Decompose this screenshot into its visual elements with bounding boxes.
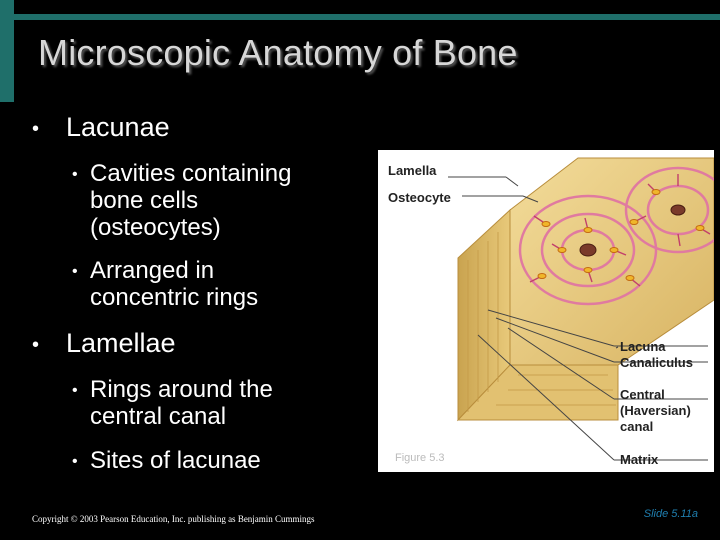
bullet-dot-icon: • — [32, 118, 40, 140]
slide-title: Microscopic Anatomy of Bone — [38, 32, 518, 73]
sub-bullet-line: Arranged in — [90, 257, 215, 284]
lamella-striations — [467, 232, 616, 412]
accent-bar-vertical — [0, 0, 14, 102]
sub-bullet-cavities: • Cavities containing bone cells (osteoc… — [32, 160, 362, 241]
accent-bar-horizontal — [14, 14, 720, 20]
sub-bullet-line: concentric rings — [90, 284, 259, 311]
sub-bullet-line: central canal — [90, 403, 227, 430]
label-lamella: Lamella — [388, 163, 437, 178]
label-lacuna: Lacuna — [620, 339, 666, 354]
bullet-dot-icon: • — [72, 453, 78, 470]
sub-bullet-line: (osteocytes) — [90, 214, 221, 241]
label-matrix: Matrix — [620, 452, 659, 467]
label-central-canal-3: canal — [620, 419, 654, 434]
bullet-text: Lacunae — [66, 112, 170, 142]
osteon-illustration — [448, 157, 714, 461]
slide-number: Slide 5.11a — [643, 508, 698, 520]
figure-caption: Figure 5.3 — [395, 452, 445, 464]
sub-bullet-arranged: • Arranged in concentric rings — [32, 257, 362, 311]
sub-bullet-line: bone cells — [90, 187, 199, 214]
bone-anatomy-figure: Lamella Osteocyte Lacuna Canaliculus Cen… — [378, 150, 714, 472]
lacunae-dots — [537, 189, 705, 281]
bullet-dot-icon: • — [72, 382, 78, 399]
central-canal-2 — [670, 204, 686, 216]
copyright-text: Copyright © 2003 Pearson Education, Inc.… — [32, 514, 315, 524]
bullet-list: • Lacunae • Cavities containing bone cel… — [32, 112, 362, 474]
label-central-canal-1: Central — [620, 387, 665, 402]
sub-bullet-line: Rings around the — [90, 376, 273, 403]
canaliculi — [529, 174, 711, 287]
sub-bullet-line: Cavities containing — [90, 160, 292, 187]
sub-bullet-sites: • Sites of lacunae — [32, 447, 362, 474]
bone-block-top — [509, 157, 714, 366]
bullet-text: Lamellae — [66, 328, 176, 358]
label-canaliculus: Canaliculus — [620, 355, 693, 370]
leader-lines — [448, 176, 708, 461]
bullet-dot-icon: • — [72, 166, 78, 183]
bullet-lacunae: • Lacunae — [32, 112, 362, 143]
central-canal — [579, 243, 597, 257]
sub-bullet-rings: • Rings around the central canal — [32, 376, 362, 430]
bullet-dot-icon: • — [72, 263, 78, 280]
sub-bullet-line: Sites of lacunae — [90, 447, 261, 474]
label-central-canal-2: (Haversian) — [620, 403, 691, 418]
bullet-lamellae: • Lamellae — [32, 328, 362, 359]
bullet-dot-icon: • — [32, 334, 40, 356]
label-osteocyte: Osteocyte — [388, 190, 451, 205]
